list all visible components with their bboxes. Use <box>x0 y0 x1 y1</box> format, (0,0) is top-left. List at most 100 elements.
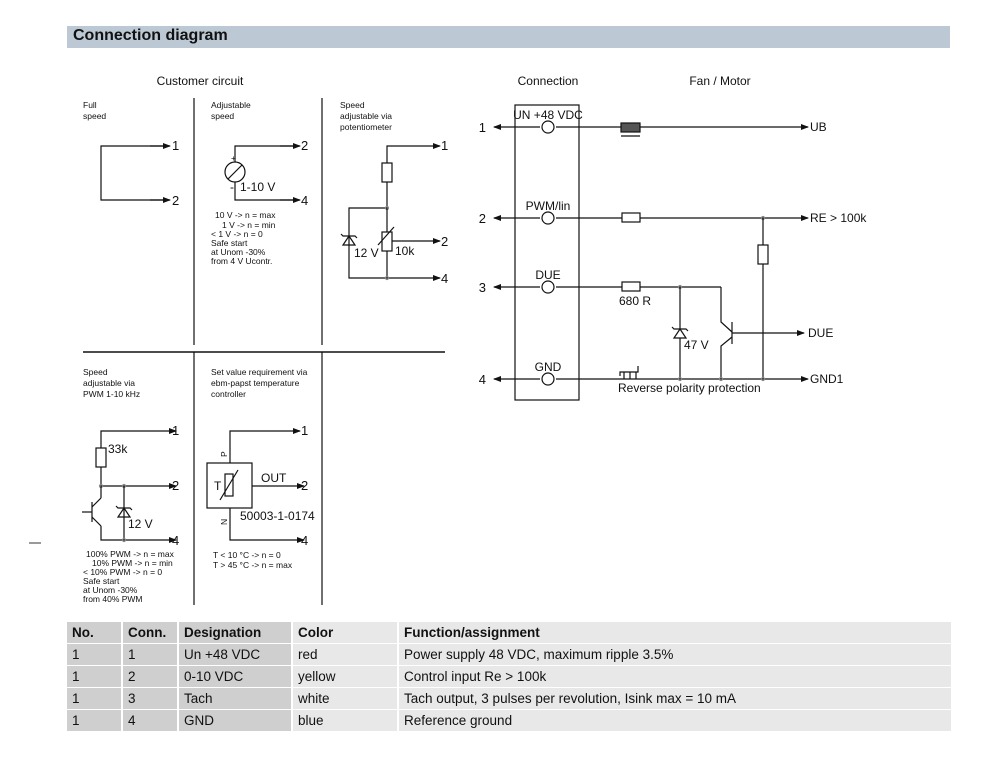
out-label: OUT <box>261 471 287 485</box>
panel-caption: speed <box>83 111 106 121</box>
source-plus: + <box>231 153 236 163</box>
cell-color: yellow <box>293 666 397 687</box>
resistor-680r <box>621 281 641 292</box>
note-line: at Unom -30% <box>83 585 138 595</box>
cell-color: red <box>293 644 397 665</box>
output-label: UB <box>810 120 827 134</box>
pin-label: 4 <box>301 193 308 208</box>
panel-caption: adjustable via <box>83 378 135 388</box>
table-header-row: No. Conn. Designation Color Function/ass… <box>67 622 951 643</box>
pin-label: 2 <box>301 478 308 493</box>
panel-caption: Adjustable <box>211 100 251 110</box>
resistor <box>621 212 641 223</box>
cell-no: 1 <box>67 710 121 731</box>
connection-heading: Connection <box>518 74 579 88</box>
source-voltage-label: 1-10 V <box>240 180 275 194</box>
note-line: < 10% PWM -> n = 0 <box>83 567 162 577</box>
panel-caption: PWM 1-10 kHz <box>83 389 140 399</box>
terminal-label: UN +48 VDC <box>513 108 583 122</box>
output-label: DUE <box>808 326 833 340</box>
cell-function: Control input Re > 100k <box>399 666 951 687</box>
cell-designation: Un +48 VDC <box>179 644 291 665</box>
note-line: 10 V -> n = max <box>215 210 276 220</box>
temperature-controller-circuit <box>206 428 305 543</box>
panel-caption: ebm-papst temperature <box>211 378 300 388</box>
zener-label: 12 V <box>128 517 153 531</box>
note-line: T > 45 °C -> n = max <box>213 560 293 570</box>
part-number: 50003-1-0174 <box>240 509 315 523</box>
zener-label: 47 V <box>684 338 709 352</box>
connection-diagram: Customer circuit Connection Fan / Motor … <box>82 74 867 605</box>
panel-caption: controller <box>211 389 246 399</box>
pin-label: 2 <box>172 478 179 493</box>
stray-mark <box>29 542 41 544</box>
cell-designation: Tach <box>179 688 291 709</box>
note-line: Safe start <box>83 576 120 586</box>
fuse <box>620 122 641 133</box>
cell-color: blue <box>293 710 397 731</box>
full-speed-circuit <box>100 143 171 203</box>
column-header: Designation <box>179 622 291 643</box>
terminal-pin: 2 <box>479 211 486 226</box>
p-terminal-label: P <box>219 451 229 457</box>
protection-label: Reverse polarity protection <box>618 381 761 395</box>
cell-no: 1 <box>67 644 121 665</box>
cell-conn: 3 <box>123 688 177 709</box>
note-line: < 1 V -> n = 0 <box>211 229 263 239</box>
column-header: Color <box>293 622 397 643</box>
table-row: 1 2 0-10 VDC yellow Control input Re > 1… <box>67 666 951 687</box>
pin-label: 4 <box>441 271 448 286</box>
pin-label: 1 <box>172 423 179 438</box>
panel-caption: adjustable via <box>340 111 392 121</box>
table-row: 1 3 Tach white Tach output, 3 pulses per… <box>67 688 951 709</box>
cell-no: 1 <box>67 666 121 687</box>
panel-caption: Full <box>83 100 97 110</box>
cell-function: Reference ground <box>399 710 951 731</box>
panel-caption: potentiometer <box>340 122 392 132</box>
terminal-label: GND <box>535 360 562 374</box>
cell-conn: 2 <box>123 666 177 687</box>
table-row: 1 1 Un +48 VDC red Power supply 48 VDC, … <box>67 644 951 665</box>
potentiometer-circuit <box>340 143 441 281</box>
terminal-pin: 3 <box>479 280 486 295</box>
n-terminal-label: N <box>219 519 229 525</box>
pin-label: 4 <box>301 533 308 548</box>
panel-caption: Set value requirement via <box>211 367 308 377</box>
panel-caption: Speed <box>340 100 365 110</box>
note-line: from 4 V Ucontr. <box>211 256 272 266</box>
terminal-pin: 1 <box>479 120 486 135</box>
connection-block <box>493 104 809 401</box>
note-line: 1 V -> n = min <box>222 220 276 230</box>
column-header: Conn. <box>123 622 177 643</box>
cell-color: white <box>293 688 397 709</box>
cell-designation: 0-10 VDC <box>179 666 291 687</box>
cell-conn: 1 <box>123 644 177 665</box>
customer-circuit-heading: Customer circuit <box>157 74 244 88</box>
pin-label: 1 <box>441 138 448 153</box>
section-title-bar: Connection diagram <box>67 26 950 48</box>
pin-label: 4 <box>172 533 179 548</box>
cell-conn: 4 <box>123 710 177 731</box>
source-minus: - <box>230 180 234 194</box>
adjustable-speed-circuit <box>224 143 301 203</box>
fan-motor-heading: Fan / Motor <box>689 74 750 88</box>
pin-label: 2 <box>172 193 179 208</box>
note-line: Safe start <box>211 238 248 248</box>
pot-label: 10k <box>395 244 415 258</box>
panel-caption: Speed <box>83 367 108 377</box>
section-title: Connection diagram <box>73 27 228 44</box>
terminal-label: DUE <box>535 268 560 282</box>
table-row: 1 4 GND blue Reference ground <box>67 710 951 731</box>
terminal-label: PWM/lin <box>526 199 571 213</box>
note-line: at Unom -30% <box>211 247 266 257</box>
note-line: 100% PWM -> n = max <box>86 549 175 559</box>
panel-caption: speed <box>211 111 234 121</box>
terminal-pin: 4 <box>479 372 486 387</box>
fan-motor-circuit <box>619 122 805 382</box>
note-line: 10% PWM -> n = min <box>92 558 173 568</box>
pin-label: 1 <box>172 138 179 153</box>
cell-function: Power supply 48 VDC, maximum ripple 3.5% <box>399 644 951 665</box>
output-label: GND1 <box>810 372 844 386</box>
resistor-label: 680 R <box>619 294 651 308</box>
zener-label: 12 V <box>354 246 379 260</box>
